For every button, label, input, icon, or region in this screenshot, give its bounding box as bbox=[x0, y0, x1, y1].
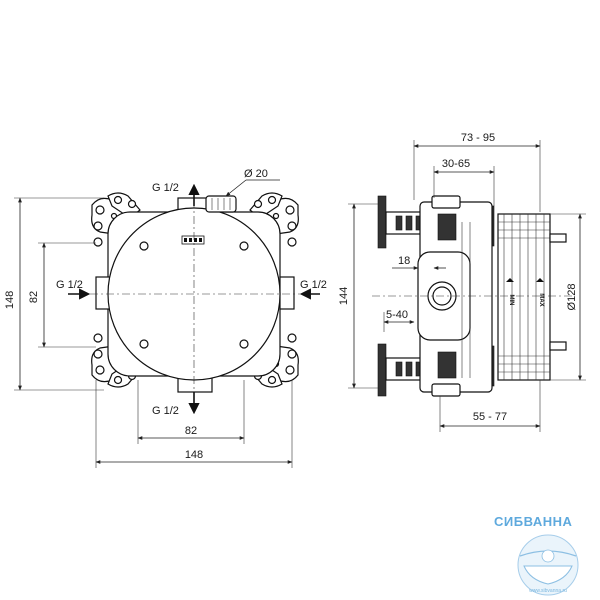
label-right-inlet: G 1/2 bbox=[300, 279, 327, 291]
side-bracket-top bbox=[385, 211, 427, 235]
dim-width-total: 148 bbox=[185, 449, 203, 461]
dim-depth-bottom: 55 - 77 bbox=[473, 411, 507, 423]
dim-diameter: Ø128 bbox=[566, 284, 578, 311]
dim-18: 18 bbox=[398, 255, 410, 267]
dim-depth-partial: 30-65 bbox=[442, 158, 470, 170]
label-top-inlet: G 1/2 bbox=[152, 182, 179, 194]
dim-height: 144 bbox=[338, 287, 350, 305]
dim-height-total: 148 bbox=[4, 291, 16, 309]
dim-height-inner: 82 bbox=[28, 291, 40, 303]
watermark-url: www.sibvanna.ru bbox=[529, 588, 567, 594]
dim-depth-range: 73 - 95 bbox=[461, 132, 495, 144]
spindle bbox=[205, 195, 237, 213]
dim-width-inner: 82 bbox=[185, 425, 197, 437]
side-view: MIN MAX 73 - 95 30-65 18 5-40 144 Ø1 bbox=[338, 132, 586, 432]
label-left-inlet: G 1/2 bbox=[56, 279, 83, 291]
label-bottom-outlet: G 1/2 bbox=[152, 405, 179, 417]
mark-max: MAX bbox=[538, 293, 544, 306]
center-marking bbox=[181, 235, 205, 245]
watermark-logo: СИБВАННА www.sibvanna.ru bbox=[494, 514, 579, 596]
mark-min: MIN bbox=[508, 295, 514, 306]
watermark-brand: СИБВАННА bbox=[494, 514, 572, 529]
port-right bbox=[279, 276, 295, 310]
label-diameter-spindle: Ø 20 bbox=[244, 168, 268, 180]
dim-5-40: 5-40 bbox=[386, 309, 408, 321]
ribbed-sleeve bbox=[497, 213, 567, 381]
front-view: G 1/2 G 1/2 G 1/2 G 1/2 Ø 20 148 82 82 1… bbox=[4, 168, 327, 468]
